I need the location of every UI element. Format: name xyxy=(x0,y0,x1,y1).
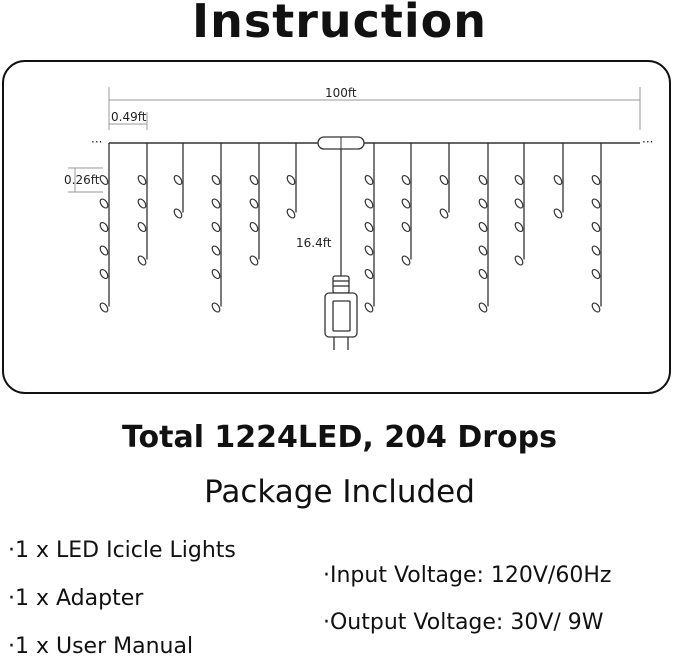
led-bulb xyxy=(591,302,601,313)
led-bulb xyxy=(478,302,488,313)
icicle-drop xyxy=(173,143,184,219)
led-bulb xyxy=(99,302,109,313)
package-item: ·1 x LED Icicle Lights xyxy=(8,538,236,563)
led-bulb xyxy=(401,221,411,233)
icicle-drop xyxy=(439,143,450,219)
led-bulb xyxy=(401,174,411,186)
led-bulb xyxy=(249,198,259,209)
total-length-label: 100ft xyxy=(325,86,357,100)
led-bulb xyxy=(211,174,221,186)
led-bulb xyxy=(364,245,374,256)
icicle-drop xyxy=(401,143,412,266)
led-bulb xyxy=(137,198,147,209)
led-bulb xyxy=(591,268,601,280)
icicle-drop xyxy=(137,143,148,266)
led-bulb xyxy=(514,221,524,233)
led-bulb xyxy=(99,198,109,209)
led-bulb xyxy=(401,255,411,266)
led-bulb xyxy=(173,174,183,186)
package-item: ·1 x User Manual xyxy=(8,634,194,659)
led-bulb xyxy=(211,268,221,280)
package-item: ·1 x Adapter xyxy=(8,586,144,611)
led-bulb xyxy=(514,174,524,186)
led-bulb xyxy=(591,198,601,209)
spec-input-voltage: ·Input Voltage: 120V/60Hz xyxy=(323,563,612,588)
led-bulb xyxy=(514,255,524,266)
power-adapter xyxy=(324,275,358,350)
led-bulb xyxy=(99,221,109,233)
led-bulb xyxy=(99,174,109,186)
led-bulb xyxy=(99,245,109,256)
drop-spacing-dimension xyxy=(109,112,148,130)
led-bulb xyxy=(249,255,259,266)
led-bulb xyxy=(249,221,259,233)
led-bulb xyxy=(137,221,147,233)
bulb-spacing-dimension xyxy=(68,167,103,193)
led-bulb xyxy=(249,174,259,186)
led-bulb xyxy=(553,208,563,219)
icicle-drop xyxy=(364,143,375,313)
led-bulb xyxy=(211,198,221,209)
led-bulb xyxy=(591,245,601,256)
led-bulb xyxy=(478,221,488,233)
wire-end-left: ··· xyxy=(91,135,102,149)
led-bulb xyxy=(137,255,147,266)
icicle-light-diagram: 100ft 0.49ft 0.26ft ··· ··· 16.4ft xyxy=(2,60,671,394)
spec-output-voltage: ·Output Voltage: 30V/ 9W xyxy=(323,610,604,635)
led-bulb xyxy=(211,221,221,233)
bulb-spacing-label: 0.26ft xyxy=(64,173,100,187)
led-bulb xyxy=(478,174,488,186)
led-bulb xyxy=(99,268,109,280)
led-total-summary: Total 1224LED, 204 Drops xyxy=(122,420,557,455)
led-bulb xyxy=(514,198,524,209)
led-bulb xyxy=(211,245,221,256)
led-bulb xyxy=(439,174,449,186)
icicle-drop xyxy=(591,143,602,313)
led-bulb xyxy=(286,174,296,186)
page-title: Instruction xyxy=(191,0,488,48)
led-bulb xyxy=(478,268,488,280)
led-bulb xyxy=(364,268,374,280)
led-bulb xyxy=(211,302,221,313)
icicle-drops xyxy=(99,143,602,313)
led-bulb xyxy=(591,174,601,186)
led-bulb xyxy=(173,208,183,219)
led-bulb xyxy=(439,208,449,219)
led-bulb xyxy=(364,302,374,313)
icicle-drop xyxy=(211,143,222,313)
icicle-drop xyxy=(514,143,525,266)
package-heading: Package Included xyxy=(204,474,475,510)
led-bulb xyxy=(286,208,296,219)
total-length-dimension xyxy=(108,87,641,130)
led-bulb xyxy=(401,198,411,209)
led-bulb xyxy=(478,198,488,209)
led-bulb xyxy=(591,221,601,233)
icicle-drop xyxy=(553,143,564,219)
diagram-frame xyxy=(2,60,671,394)
icicle-drop xyxy=(249,143,260,266)
led-bulb xyxy=(364,221,374,233)
led-bulb xyxy=(553,174,563,186)
led-bulb xyxy=(478,245,488,256)
wire-end-right: ··· xyxy=(642,135,653,149)
icicle-drop xyxy=(99,143,110,313)
icicle-drop xyxy=(478,143,489,313)
drop-spacing-label: 0.49ft xyxy=(111,110,147,124)
lead-cable-label: 16.4ft xyxy=(296,236,332,250)
led-bulb xyxy=(364,174,374,186)
icicle-drop xyxy=(286,143,297,219)
led-bulb xyxy=(364,198,374,209)
led-bulb xyxy=(137,174,147,186)
